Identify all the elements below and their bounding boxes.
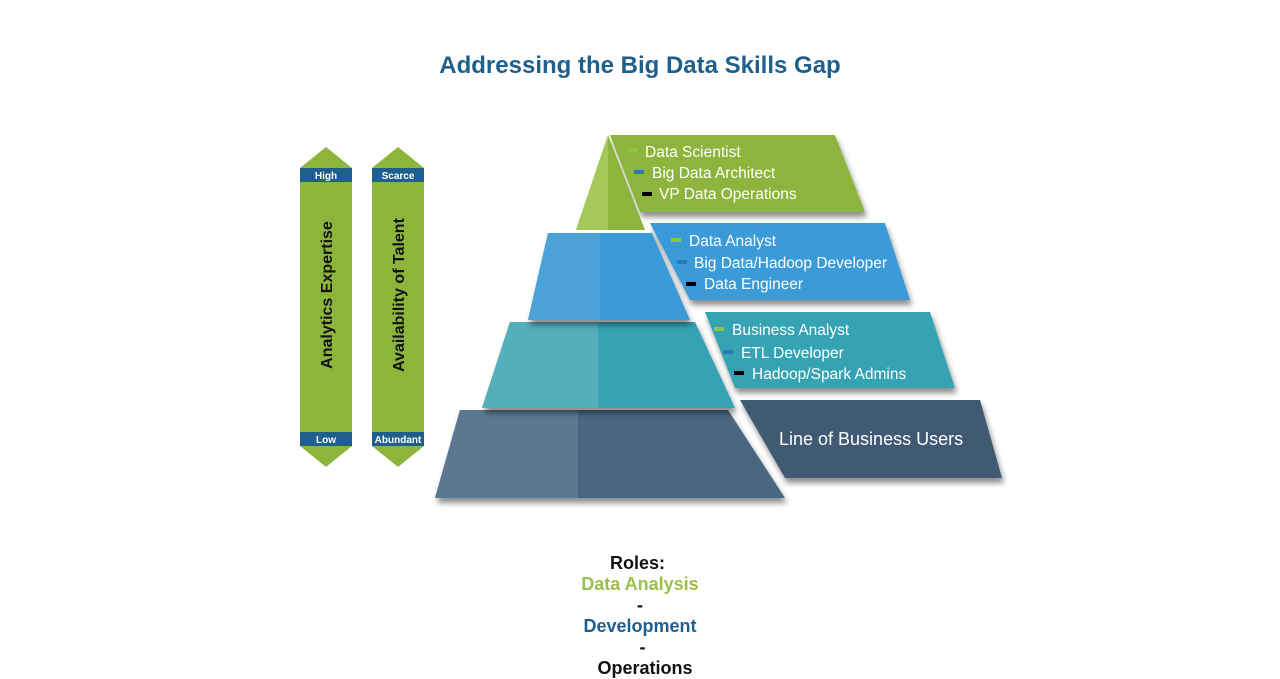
tier-4-panel <box>740 400 1002 478</box>
legend-separator: - <box>637 595 643 615</box>
legend-prefix: Roles: <box>609 553 665 573</box>
legend-separator: - <box>639 637 646 657</box>
tier-2-panel <box>650 223 910 300</box>
scale-availability-of-talent: Scarce Abundant Availability of Talent <box>372 147 424 467</box>
scale-top-label: Scarce <box>382 171 415 182</box>
skills-pyramid-diagram: High Low Analytics Expertise Scarce Abun… <box>300 135 1002 498</box>
tier-3-roles: Business Analyst ETL Developer Hadoop/Sp… <box>714 322 906 383</box>
role-development: Big Data/Hadoop Developer <box>694 255 887 272</box>
roles-legend: Roles: Data Analysis - Development - Ope… <box>0 532 1280 679</box>
scale-analytics-expertise: High Low Analytics Expertise <box>300 147 352 467</box>
role-development: Big Data Architect <box>652 165 776 182</box>
tier-1-panel <box>610 135 865 212</box>
role-operations: Hadoop/Spark Admins <box>752 366 906 383</box>
tier-2-roles: Data Analyst Big Data/Hadoop Developer D… <box>671 233 887 293</box>
scale-label: Analytics Expertise <box>319 221 336 369</box>
role-development: ETL Developer <box>741 345 844 362</box>
scale-top-label: High <box>315 171 337 182</box>
page-title: Addressing the Big Data Skills Gap <box>439 52 841 79</box>
scale-label: Availability of Talent <box>391 217 408 371</box>
role-analysis: Data Scientist <box>645 144 741 161</box>
legend-operations: Operations <box>597 658 693 678</box>
legend-data-analysis: Data Analysis <box>581 574 699 594</box>
tier-4-label: Line of Business Users <box>779 429 963 449</box>
legend-development: Development <box>583 616 697 636</box>
role-analysis: Data Analyst <box>689 233 777 250</box>
scale-bottom-label: Abundant <box>375 435 422 446</box>
role-operations: VP Data Operations <box>659 186 797 203</box>
role-operations: Data Engineer <box>704 276 803 293</box>
scale-bottom-label: Low <box>316 435 336 446</box>
role-analysis: Business Analyst <box>732 322 850 339</box>
tier-1-roles: Data Scientist Big Data Architect VP Dat… <box>628 144 797 203</box>
tier-3-panel <box>705 312 955 388</box>
